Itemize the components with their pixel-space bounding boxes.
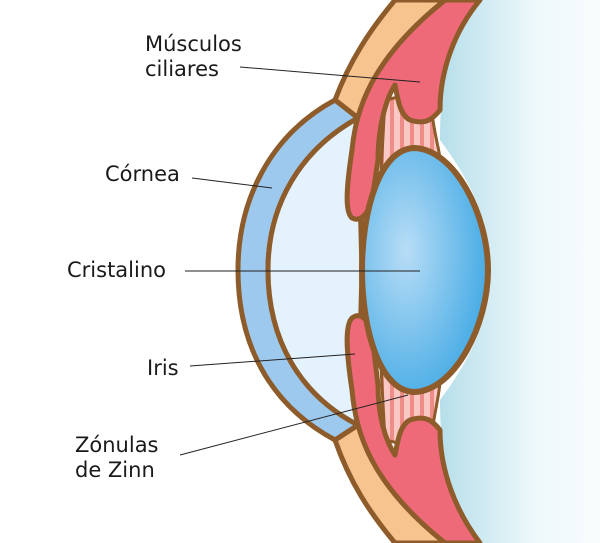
cornea-leader — [191, 177, 273, 189]
iris-label: Iris — [147, 356, 179, 380]
leader-lines — [179, 66, 421, 456]
vitreous-body — [440, 0, 600, 543]
label-line: Músculos — [145, 32, 242, 56]
ciliary-leader — [239, 66, 421, 83]
cornea-label: Córnea — [105, 162, 180, 186]
label-line: de Zinn — [75, 458, 155, 482]
ciliary-muscles-label: Músculos ciliares — [145, 32, 242, 82]
lens-label: Cristalino — [67, 258, 167, 282]
zonules-label: Zónulas de Zinn — [75, 433, 159, 483]
label-line: ciliares — [145, 57, 219, 81]
lens — [358, 144, 492, 396]
label-line: Zónulas — [75, 433, 159, 457]
zonules-leader — [179, 394, 409, 456]
iris-leader — [189, 353, 356, 367]
ciliary-muscle-top — [344, 0, 483, 222]
